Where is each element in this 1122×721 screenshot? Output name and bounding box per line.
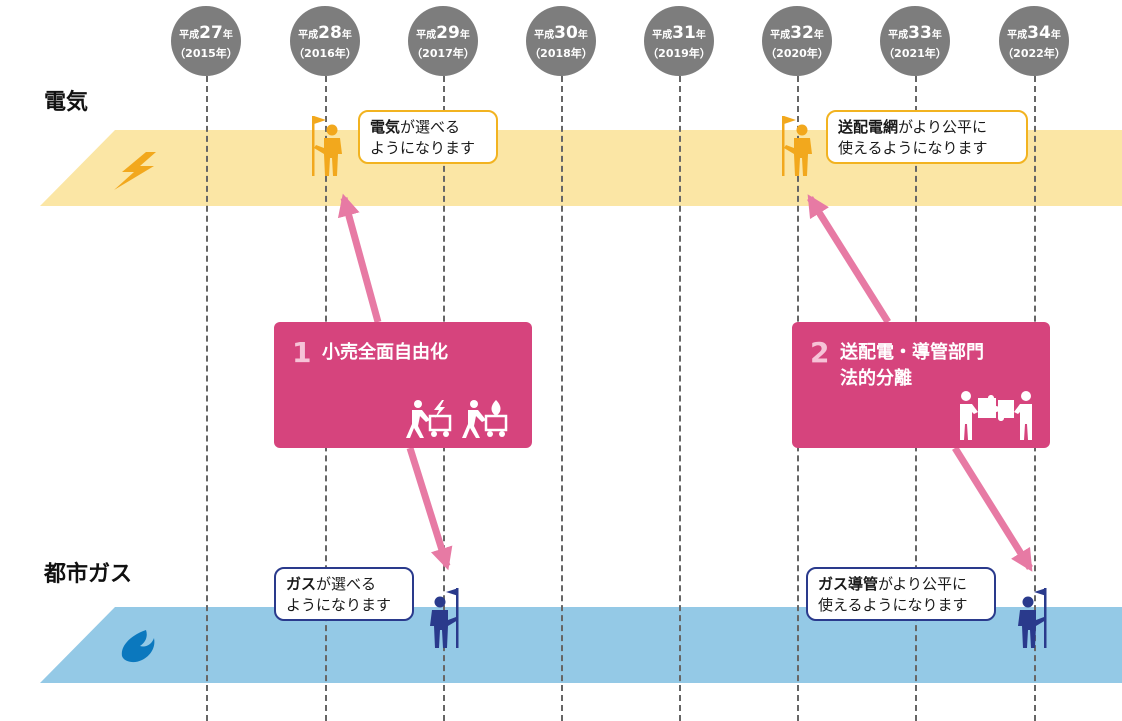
year-marker: 平成33年 （2021年） [880, 6, 950, 76]
reform-title: 小売全面自由化 [322, 342, 448, 363]
person-flag-icon [312, 116, 342, 176]
reform-title: 送配電・導管部門 [840, 342, 984, 363]
person-flag-icon [430, 588, 459, 648]
year-line [206, 76, 208, 721]
year-line [561, 76, 563, 721]
puzzle-people-icon [960, 391, 1032, 440]
person-flag-icon [1018, 588, 1047, 648]
person-flag-icon [782, 116, 812, 176]
arrow-to-gas-pipeline [952, 446, 1033, 572]
year-marker: 平成34年 （2022年） [999, 6, 1069, 76]
reform-box-legal-unbundling: 2 送配電・導管部門 法的分離 [792, 322, 1050, 448]
reform-box-retail-liberalization: 1 小売全面自由化 [274, 322, 532, 448]
bubble-electricity-retail: 電気が選べる ようになります [358, 110, 498, 164]
year-marker: 平成30年 （2018年） [526, 6, 596, 76]
lightning-icon [114, 152, 156, 190]
year-marker: 平成28年 （2016年） [290, 6, 360, 76]
year-marker: 平成27年 （2015年） [171, 6, 241, 76]
bubble-electricity-grid: 送配電網がより公平に 使えるようになります [826, 110, 1028, 164]
gas-flame-icon [121, 630, 155, 663]
gas-label: 都市ガス [44, 562, 133, 587]
year-marker: 平成31年 （2019年） [644, 6, 714, 76]
year-marker: 平成32年 （2020年） [762, 6, 832, 76]
reform-title-line2: 法的分離 [840, 368, 912, 389]
bubble-gas-pipeline: ガス導管がより公平に 使えるようになります [806, 567, 996, 621]
reform-number: 1 [292, 336, 312, 369]
reform-number: 2 [810, 336, 830, 369]
year-line [679, 76, 681, 721]
arrow-to-electricity-grid [807, 194, 891, 324]
bubble-gas-retail: ガスが選べる ようになります [274, 567, 414, 621]
arrow-to-electricity-retail [337, 193, 382, 323]
year-marker: 平成29年 （2017年） [408, 6, 478, 76]
electricity-label: 電気 [44, 90, 89, 115]
shopping-cart-people-icon [406, 400, 508, 438]
arrow-to-gas-retail [406, 446, 453, 571]
